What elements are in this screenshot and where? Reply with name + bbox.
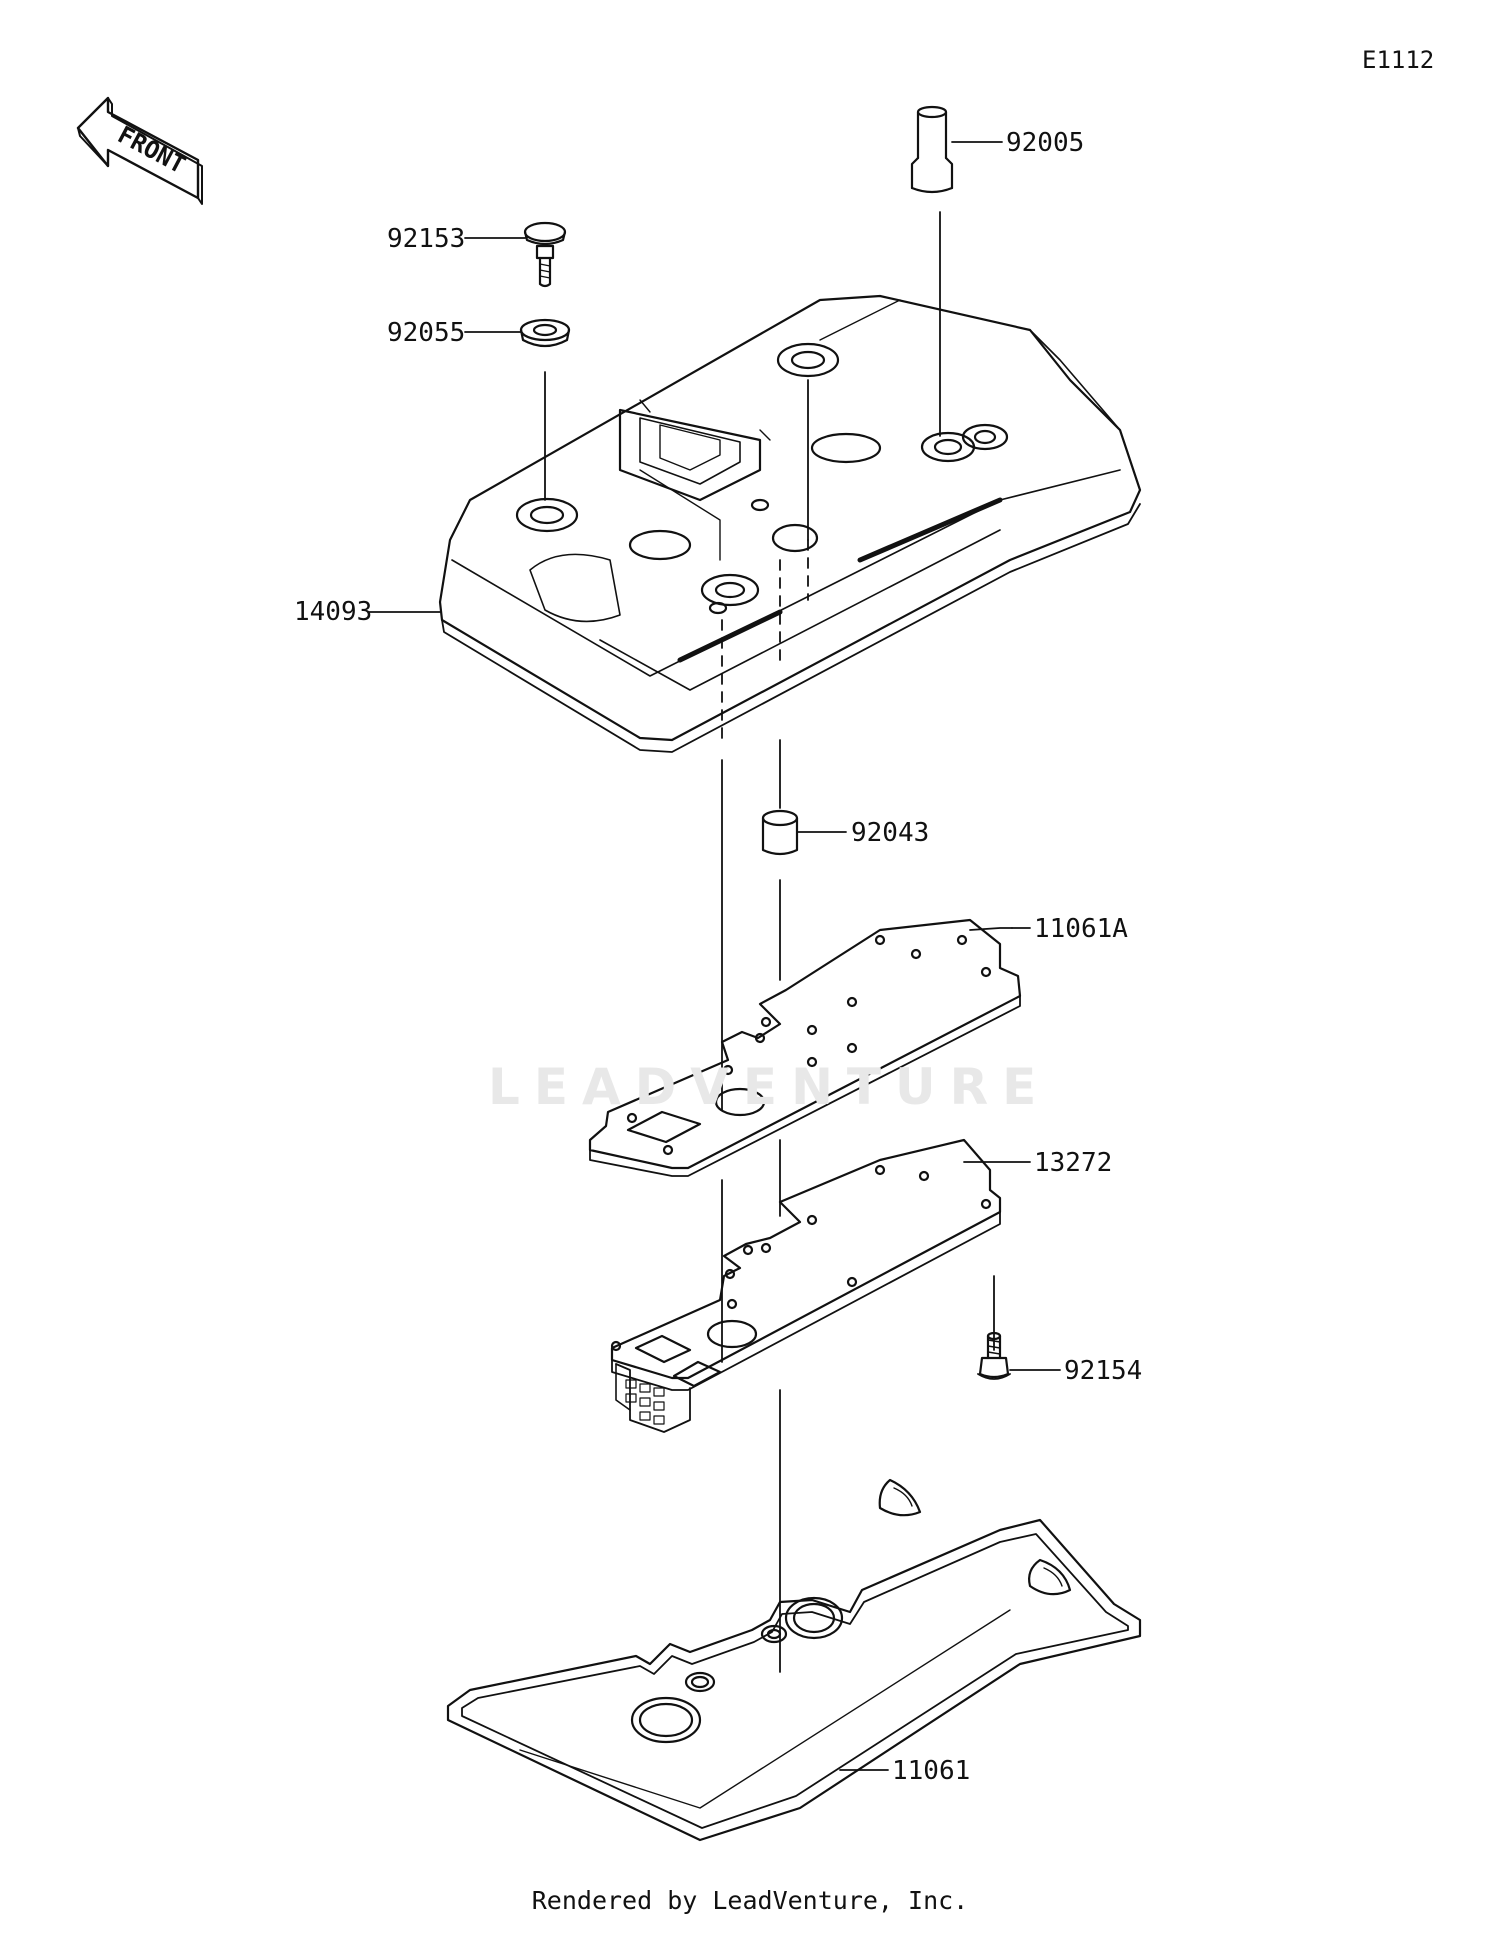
part-92005-sleeve	[910, 105, 1003, 194]
part-label-13272[interactable]: 13272	[1034, 1148, 1113, 1178]
part-label-11061[interactable]: 11061	[892, 1756, 971, 1786]
guide-lines	[544, 211, 995, 1673]
part-92043-dowel	[761, 809, 847, 856]
part-label-92055[interactable]: 92055	[387, 318, 466, 348]
footer-credit: Rendered by LeadVenture, Inc.	[531, 1886, 969, 1915]
part-label-92005[interactable]: 92005	[1006, 128, 1085, 158]
part-label-14093[interactable]: 14093	[294, 597, 373, 627]
part-11061-gasket-ring	[446, 1478, 1142, 1842]
front-label: FRONT	[113, 121, 190, 180]
part-92055-grommet	[464, 318, 571, 348]
diagram-code: E1112	[1362, 46, 1435, 74]
part-label-92153[interactable]: 92153	[387, 224, 466, 254]
watermark: LEADVENTURE	[488, 1058, 1051, 1116]
part-label-11061A[interactable]: 11061A	[1034, 914, 1128, 944]
part-92153-bolt	[464, 221, 567, 288]
part-92154-bolt	[977, 1331, 1061, 1380]
front-arrow-icon: FRONT	[76, 96, 203, 205]
part-13272-baffle-plate	[610, 1138, 1031, 1433]
part-label-92043[interactable]: 92043	[851, 818, 930, 848]
part-label-92154[interactable]: 92154	[1064, 1356, 1143, 1386]
part-11061A-gasket	[588, 918, 1031, 1177]
part-14093-cylinder-head-cover	[367, 294, 1142, 753]
